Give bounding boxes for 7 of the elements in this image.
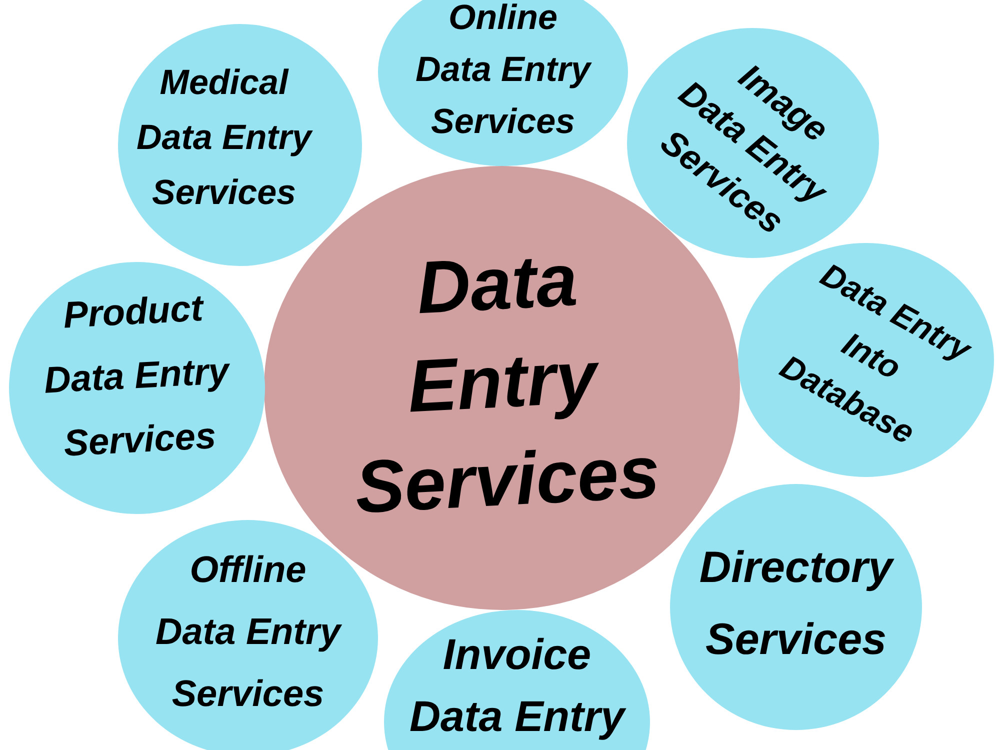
circle-label: Directory Services: [699, 542, 893, 666]
circle-label: Medical Data Entry Services: [136, 62, 312, 214]
circle-label: Data Entry Services: [352, 237, 662, 531]
circle-label: Offline Data Entry Services: [155, 548, 341, 716]
circle-label: Invoice Data Entry: [409, 630, 625, 743]
circle-label: Product Data Entry Services: [42, 286, 232, 466]
circle-label: Online Data Entry Services: [415, 0, 591, 143]
